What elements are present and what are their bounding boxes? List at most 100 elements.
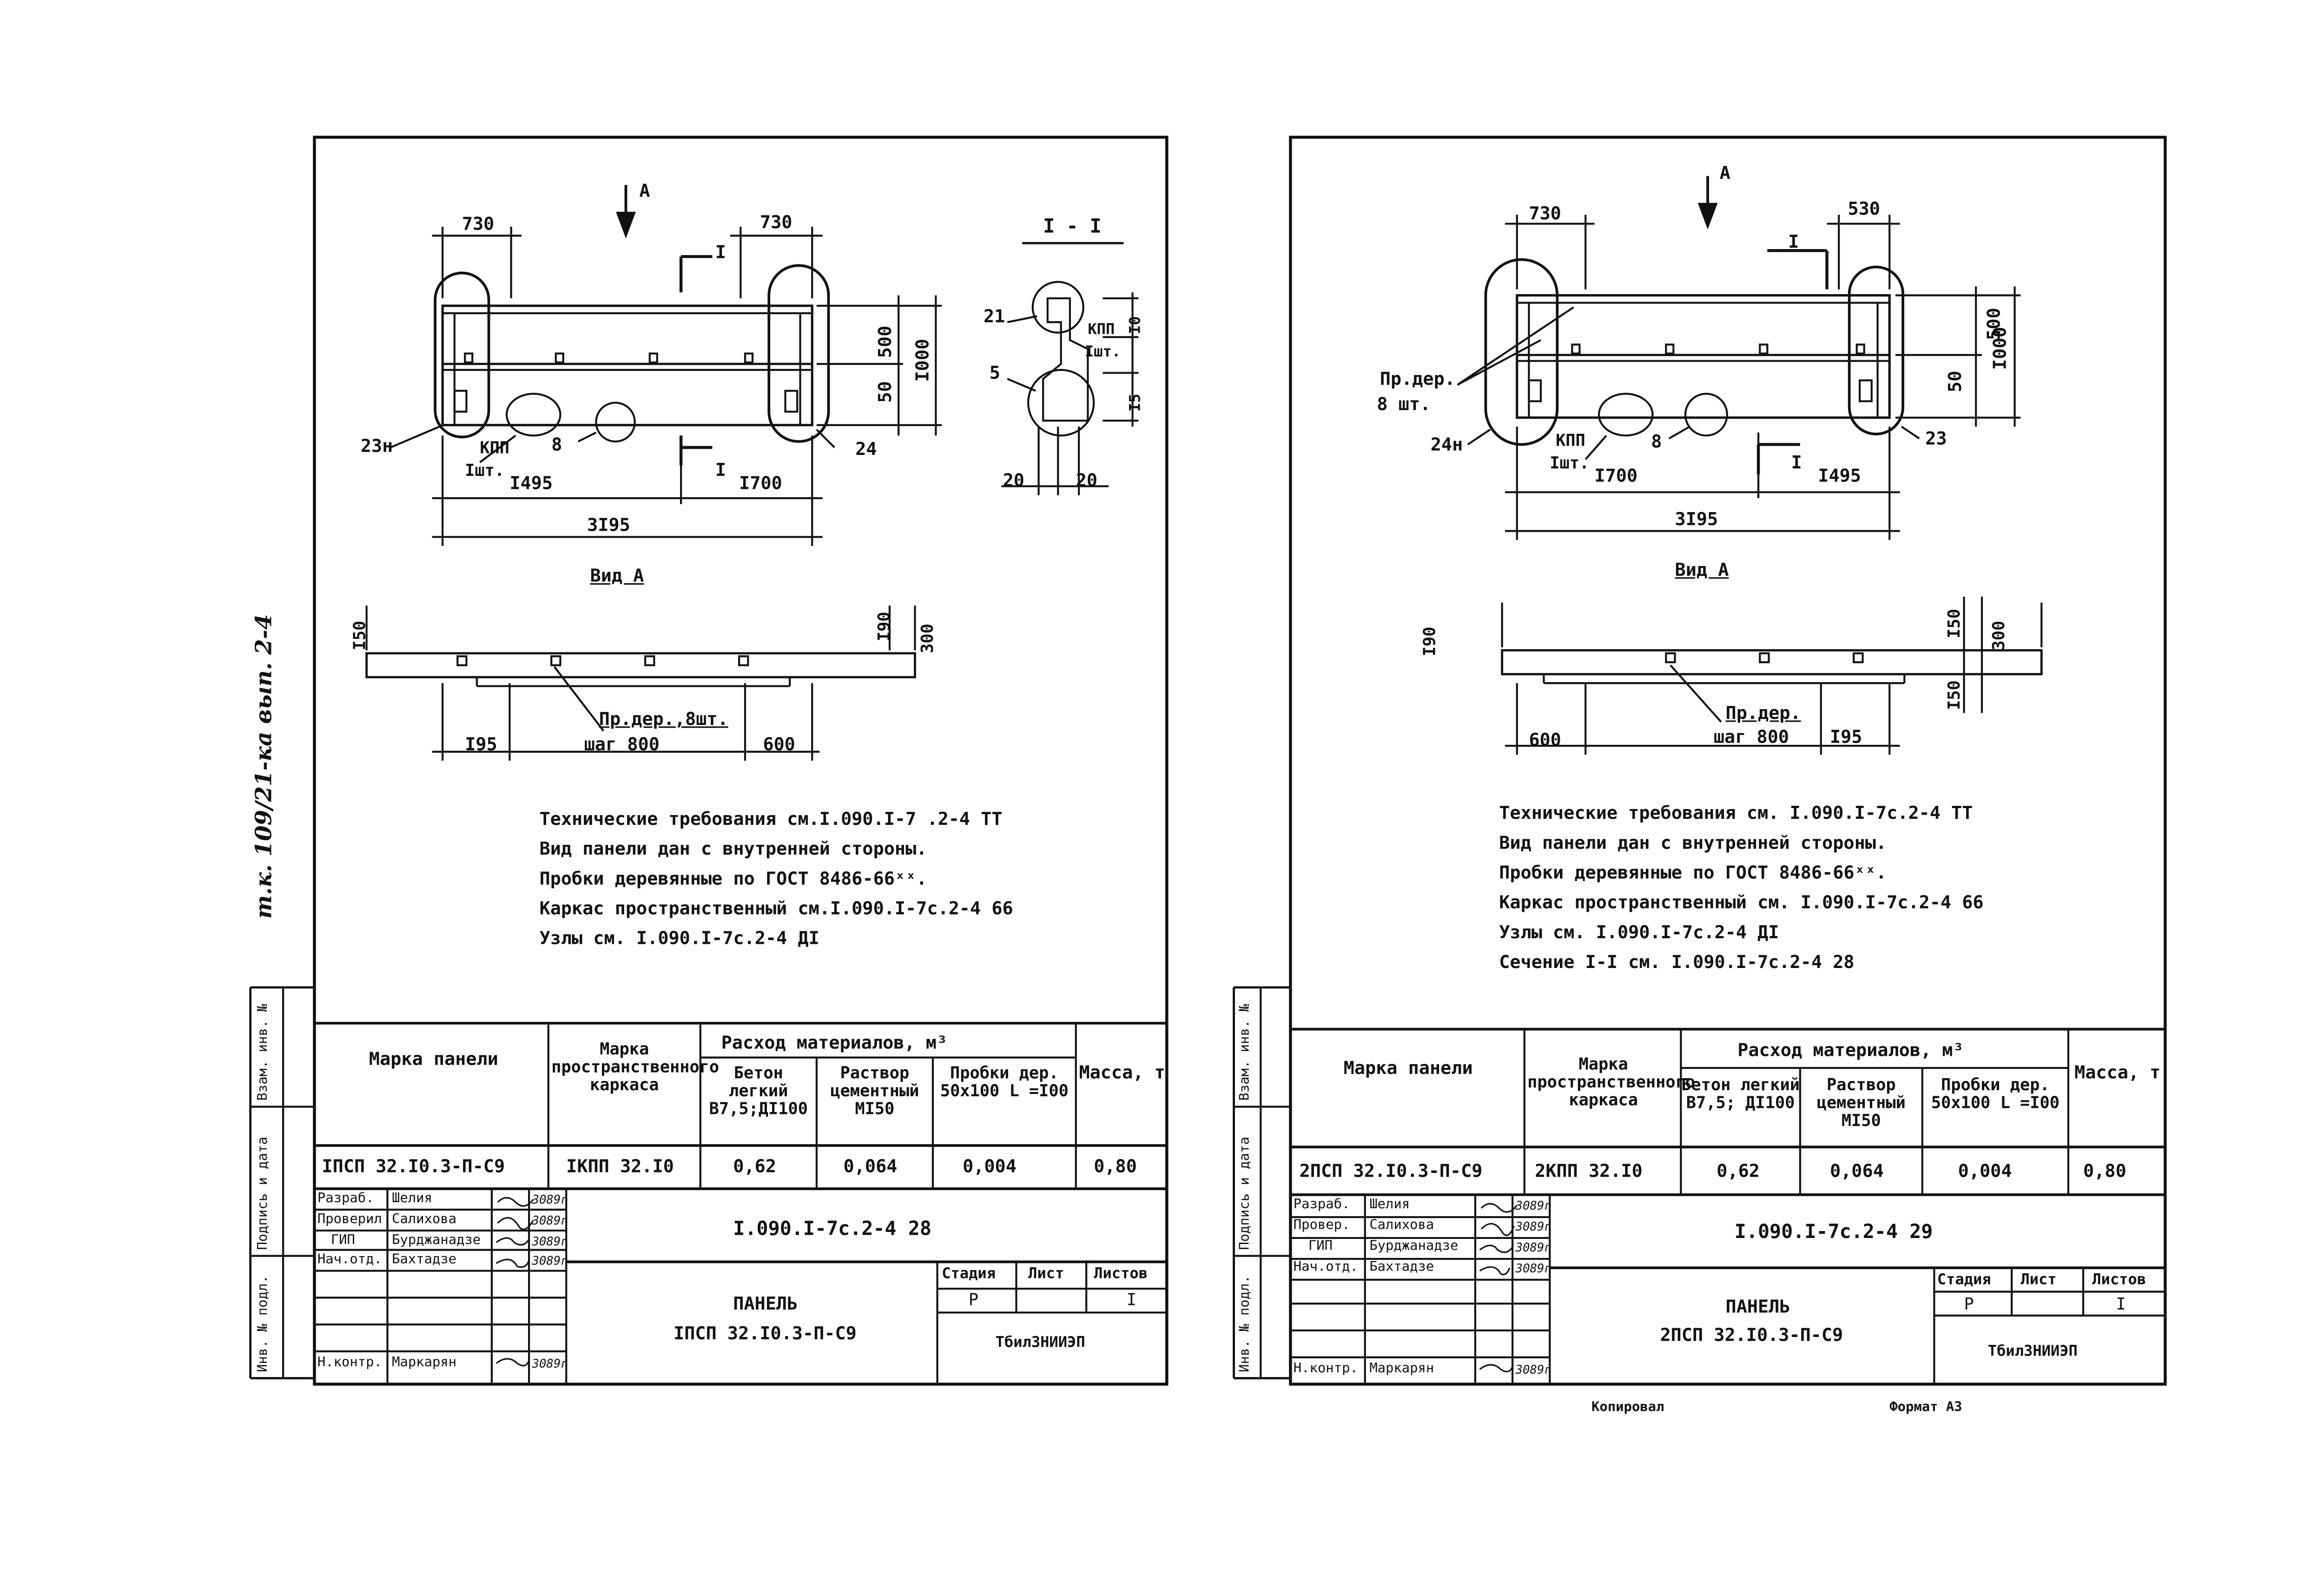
- section-dim-10: I0: [1128, 316, 1145, 334]
- section-dim-15: I5: [1128, 394, 1145, 412]
- handwritten-note: т.к. 109/21-ка вып. 2-4: [250, 614, 277, 919]
- stamp-sheet-h: Лист: [2020, 1272, 2057, 1289]
- note-4: Каркас пространственный см.I.090.I-7c.2-…: [539, 898, 1013, 919]
- callout-8: 8: [551, 434, 562, 455]
- dim-1000: I000: [912, 338, 933, 382]
- stamp-title-2: 2ПСП 32.I0.3-П-С9: [1660, 1324, 1843, 1346]
- stamp-date: 3089г: [1515, 1363, 1552, 1377]
- footer-copied: Копировал: [1591, 1400, 1664, 1416]
- th-frame: Марка пространственного каркаса: [551, 1040, 720, 1095]
- cell-concrete: 0,62: [1717, 1160, 1760, 1182]
- th-concrete: Бетон легкий В7,5;ДI100: [709, 1063, 808, 1119]
- note-2: Вид панели дан с внутренней стороны.: [539, 838, 927, 859]
- view-dim-300: 300: [1989, 620, 2009, 651]
- right-title-block-lines: [1290, 1194, 2166, 1384]
- view-dim-600: 600: [763, 734, 796, 755]
- note-3: Пробки деревянные по ГОСТ 8486-66ˣˣ.: [539, 868, 927, 889]
- th-concrete: Бетон легкий В7,5; ДI100: [1681, 1075, 1800, 1113]
- cell-concrete: 0,62: [733, 1156, 777, 1177]
- section-mark-top: I: [1788, 231, 1799, 252]
- dim-1700: I700: [1594, 465, 1638, 487]
- side-label-replace: Взам. инв. №: [256, 1003, 271, 1101]
- side-label-signature: Подпись и дата: [1238, 1137, 1254, 1250]
- stamp-role: Проверил: [317, 1212, 382, 1228]
- callout-24: 24н: [1430, 434, 1463, 455]
- side-label-inv: Инв. № подл.: [256, 1275, 271, 1372]
- dim-500: 500: [874, 325, 896, 358]
- callout-23: 23н: [360, 435, 393, 457]
- th-materials: Расход материалов, м³: [1737, 1040, 1964, 1061]
- view-plugs-step: шаг 800: [584, 734, 660, 755]
- stamp-code: I.090.I-7c.2-4 28: [733, 1218, 931, 1241]
- dim-50: 50: [874, 381, 896, 403]
- cell-mass: 0,80: [2083, 1160, 2126, 1182]
- stamp-date: 3089г: [532, 1235, 568, 1249]
- cell-mortar: 0,064: [1829, 1160, 1884, 1182]
- stamp-name: Шелия: [1369, 1198, 1410, 1213]
- stamp-date: 3089г: [532, 1214, 568, 1228]
- view-dim-190: I90: [1420, 626, 1439, 657]
- th-mass: Масса, т: [1079, 1062, 1165, 1083]
- note-2: Вид панели дан с внутренней стороны.: [1499, 832, 1887, 853]
- dim-1000: I000: [1989, 327, 2010, 370]
- stamp-org: ТбилЗНИИЭП: [1987, 1343, 2078, 1361]
- callout-23: 23: [1925, 428, 1947, 449]
- stamp-sheet-h: Лист: [1028, 1266, 1064, 1283]
- view-dim-190: I90: [874, 612, 894, 642]
- callout-kpp: КПП: [480, 438, 510, 458]
- section-mark-bottom: I: [1791, 452, 1802, 473]
- note-3: Пробки деревянные по ГОСТ 8486-66ˣˣ.: [1499, 862, 1887, 883]
- stamp-date: 3089г: [532, 1193, 568, 1207]
- callout-kpp: КПП: [1556, 431, 1585, 451]
- side-label-replace: Взам. инв. №: [1238, 1003, 1254, 1101]
- stamp-stage-h: Стадия: [942, 1266, 996, 1283]
- dim-730: 730: [1529, 203, 1561, 224]
- stamp-sheets-h: Листов: [1094, 1266, 1148, 1283]
- th-mark: Марка панели: [1343, 1057, 1473, 1079]
- cell-plugs: 0,004: [963, 1156, 1017, 1177]
- stamp-date: 3089г: [1515, 1220, 1552, 1234]
- left-title-block-lines: [314, 1189, 1167, 1384]
- signatures: [495, 1197, 1518, 1373]
- stamp-role: ГИП: [1308, 1239, 1333, 1255]
- note-5: Узлы см. I.090.I-7c.2-4 ДI: [539, 928, 819, 949]
- view-plugs-label: Пр.дер.: [1725, 702, 1801, 724]
- left-spec-table-lines: [314, 1021, 1167, 1190]
- stamp-sheets: I: [1126, 1290, 1136, 1310]
- note-1: Технические требования см.I.090.I-7 .2-4…: [539, 808, 1003, 830]
- callout-kpp-qty: Iшт.: [465, 461, 505, 481]
- section-dim-20b: 20: [1076, 470, 1098, 491]
- stamp-org: ТбилЗНИИЭП: [995, 1335, 1085, 1351]
- note-6: Сечение I-I см. I.090.I-7c.2-4 28: [1499, 951, 1855, 973]
- stamp-code: I.090.I-7c.2-4 29: [1734, 1221, 1933, 1244]
- view-plugs-label: Пр.дер.,8шт.: [599, 708, 728, 730]
- left-sheet-frame: [249, 136, 1169, 1386]
- th-materials: Расход материалов, м³: [721, 1032, 948, 1053]
- cell-mortar: 0,064: [843, 1156, 898, 1177]
- stamp-date: 3089г: [1515, 1241, 1552, 1255]
- stamp-role: Нач.отд.: [1293, 1260, 1358, 1276]
- right-sheet-frame: [1233, 136, 2167, 1386]
- right-spec-table-lines: [1290, 1027, 2166, 1196]
- section-callout-21: 21: [983, 305, 1005, 327]
- stamp-stage-h: Стадия: [1937, 1272, 1991, 1289]
- view-dim-150b: I50: [1944, 680, 1964, 710]
- dim-730-right: 730: [760, 211, 792, 233]
- side-label-signature: Подпись и дата: [256, 1137, 271, 1250]
- view-a-title: Вид А: [590, 565, 644, 586]
- stamp-date: 3089г: [1515, 1262, 1552, 1276]
- cell-plugs: 0,004: [1958, 1160, 2012, 1182]
- note-1: Технические требования см. I.090.I-7c.2-…: [1499, 802, 1973, 823]
- side-label-inv: Инв. № подл.: [1238, 1275, 1254, 1372]
- stamp-name: Бахтадзе: [1369, 1260, 1434, 1276]
- stamp-title-1: ПАНЕЛЬ: [1725, 1296, 1790, 1317]
- cell-mass: 0,80: [1094, 1156, 1137, 1177]
- footer-format: Формат А3: [1889, 1400, 1962, 1416]
- dim-3195: 3I95: [1675, 508, 1718, 530]
- callout-24: 24: [855, 438, 877, 460]
- th-mass: Масса, т: [2074, 1062, 2161, 1083]
- cell-mark: IПСП 32.I0.3-П-С9: [322, 1156, 505, 1177]
- stamp-role: Разраб.: [317, 1192, 374, 1207]
- view-dim-300: 300: [918, 624, 938, 653]
- right-plan-view: [1457, 176, 2021, 540]
